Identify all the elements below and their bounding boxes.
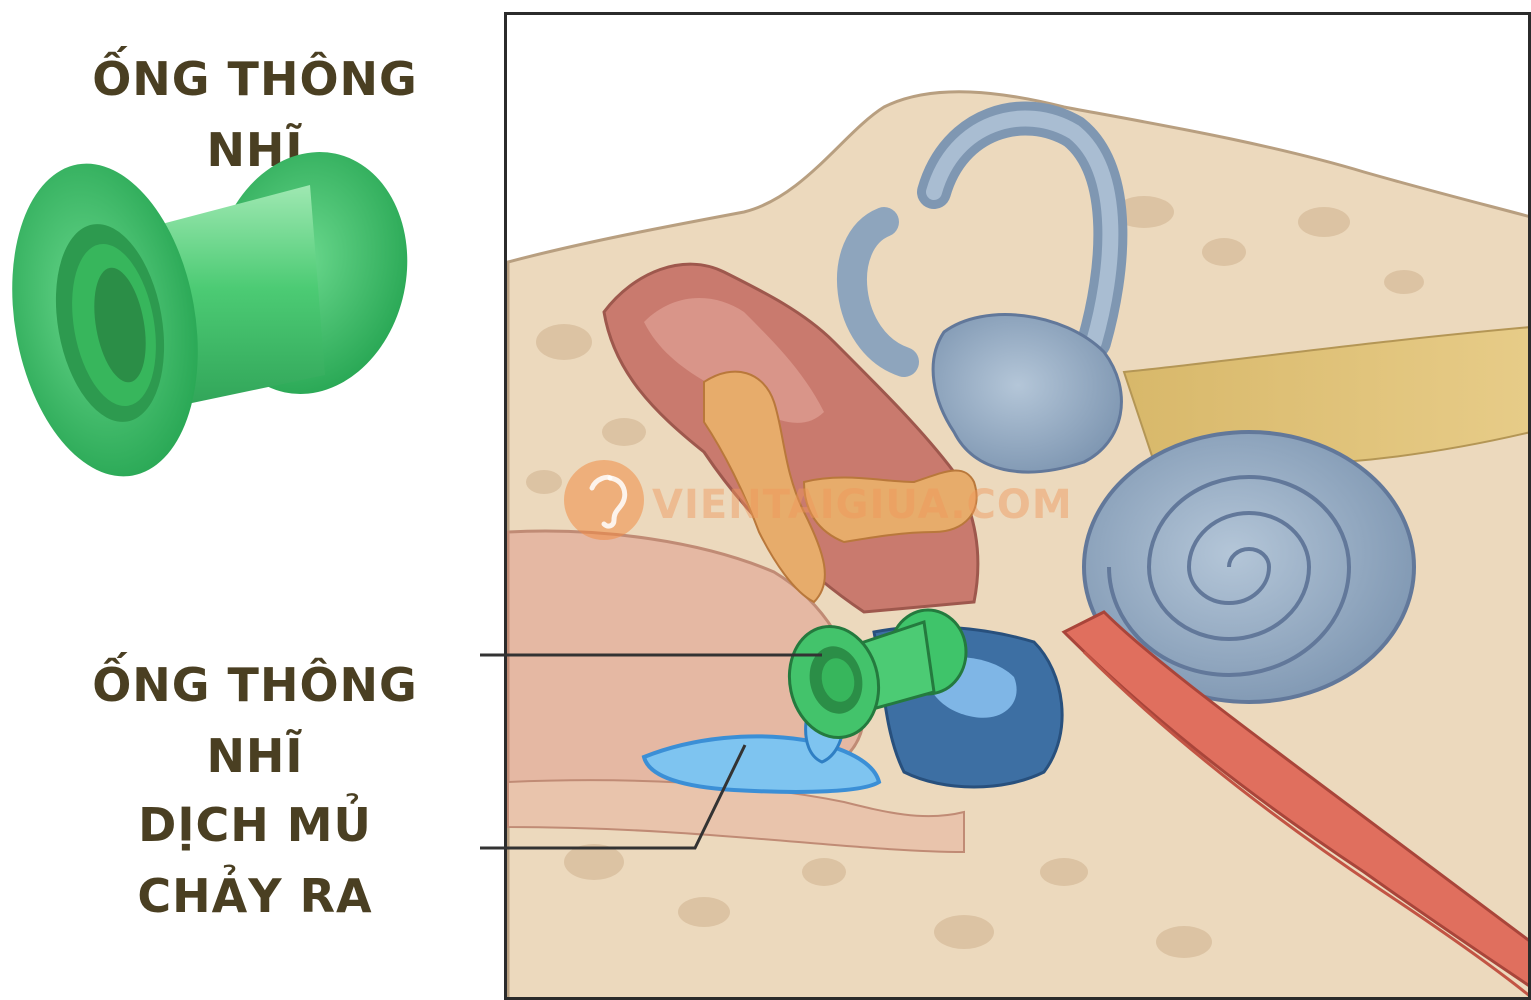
title-label: ỐNG THÔNG NHĨ xyxy=(92,52,418,178)
ear-cross-section-diagram xyxy=(504,12,1531,1000)
ear-tube-label: ỐNG THÔNG NHĨ xyxy=(92,658,418,784)
pus-label-line2: CHẢY RA xyxy=(137,869,373,924)
ear-tube-illustration xyxy=(12,152,408,477)
pus-drainage-label: DỊCH MỦ CHẢY RA xyxy=(80,790,430,933)
watermark-text: VIENTAIGIUA.COM xyxy=(652,482,1073,528)
pus-label-line1: DỊCH MỦ xyxy=(138,798,372,852)
ear-tube-in-eardrum xyxy=(787,608,968,740)
ear-logo-icon xyxy=(564,460,644,540)
pus-pointer-line xyxy=(480,744,747,850)
cochlea xyxy=(1082,430,1416,704)
